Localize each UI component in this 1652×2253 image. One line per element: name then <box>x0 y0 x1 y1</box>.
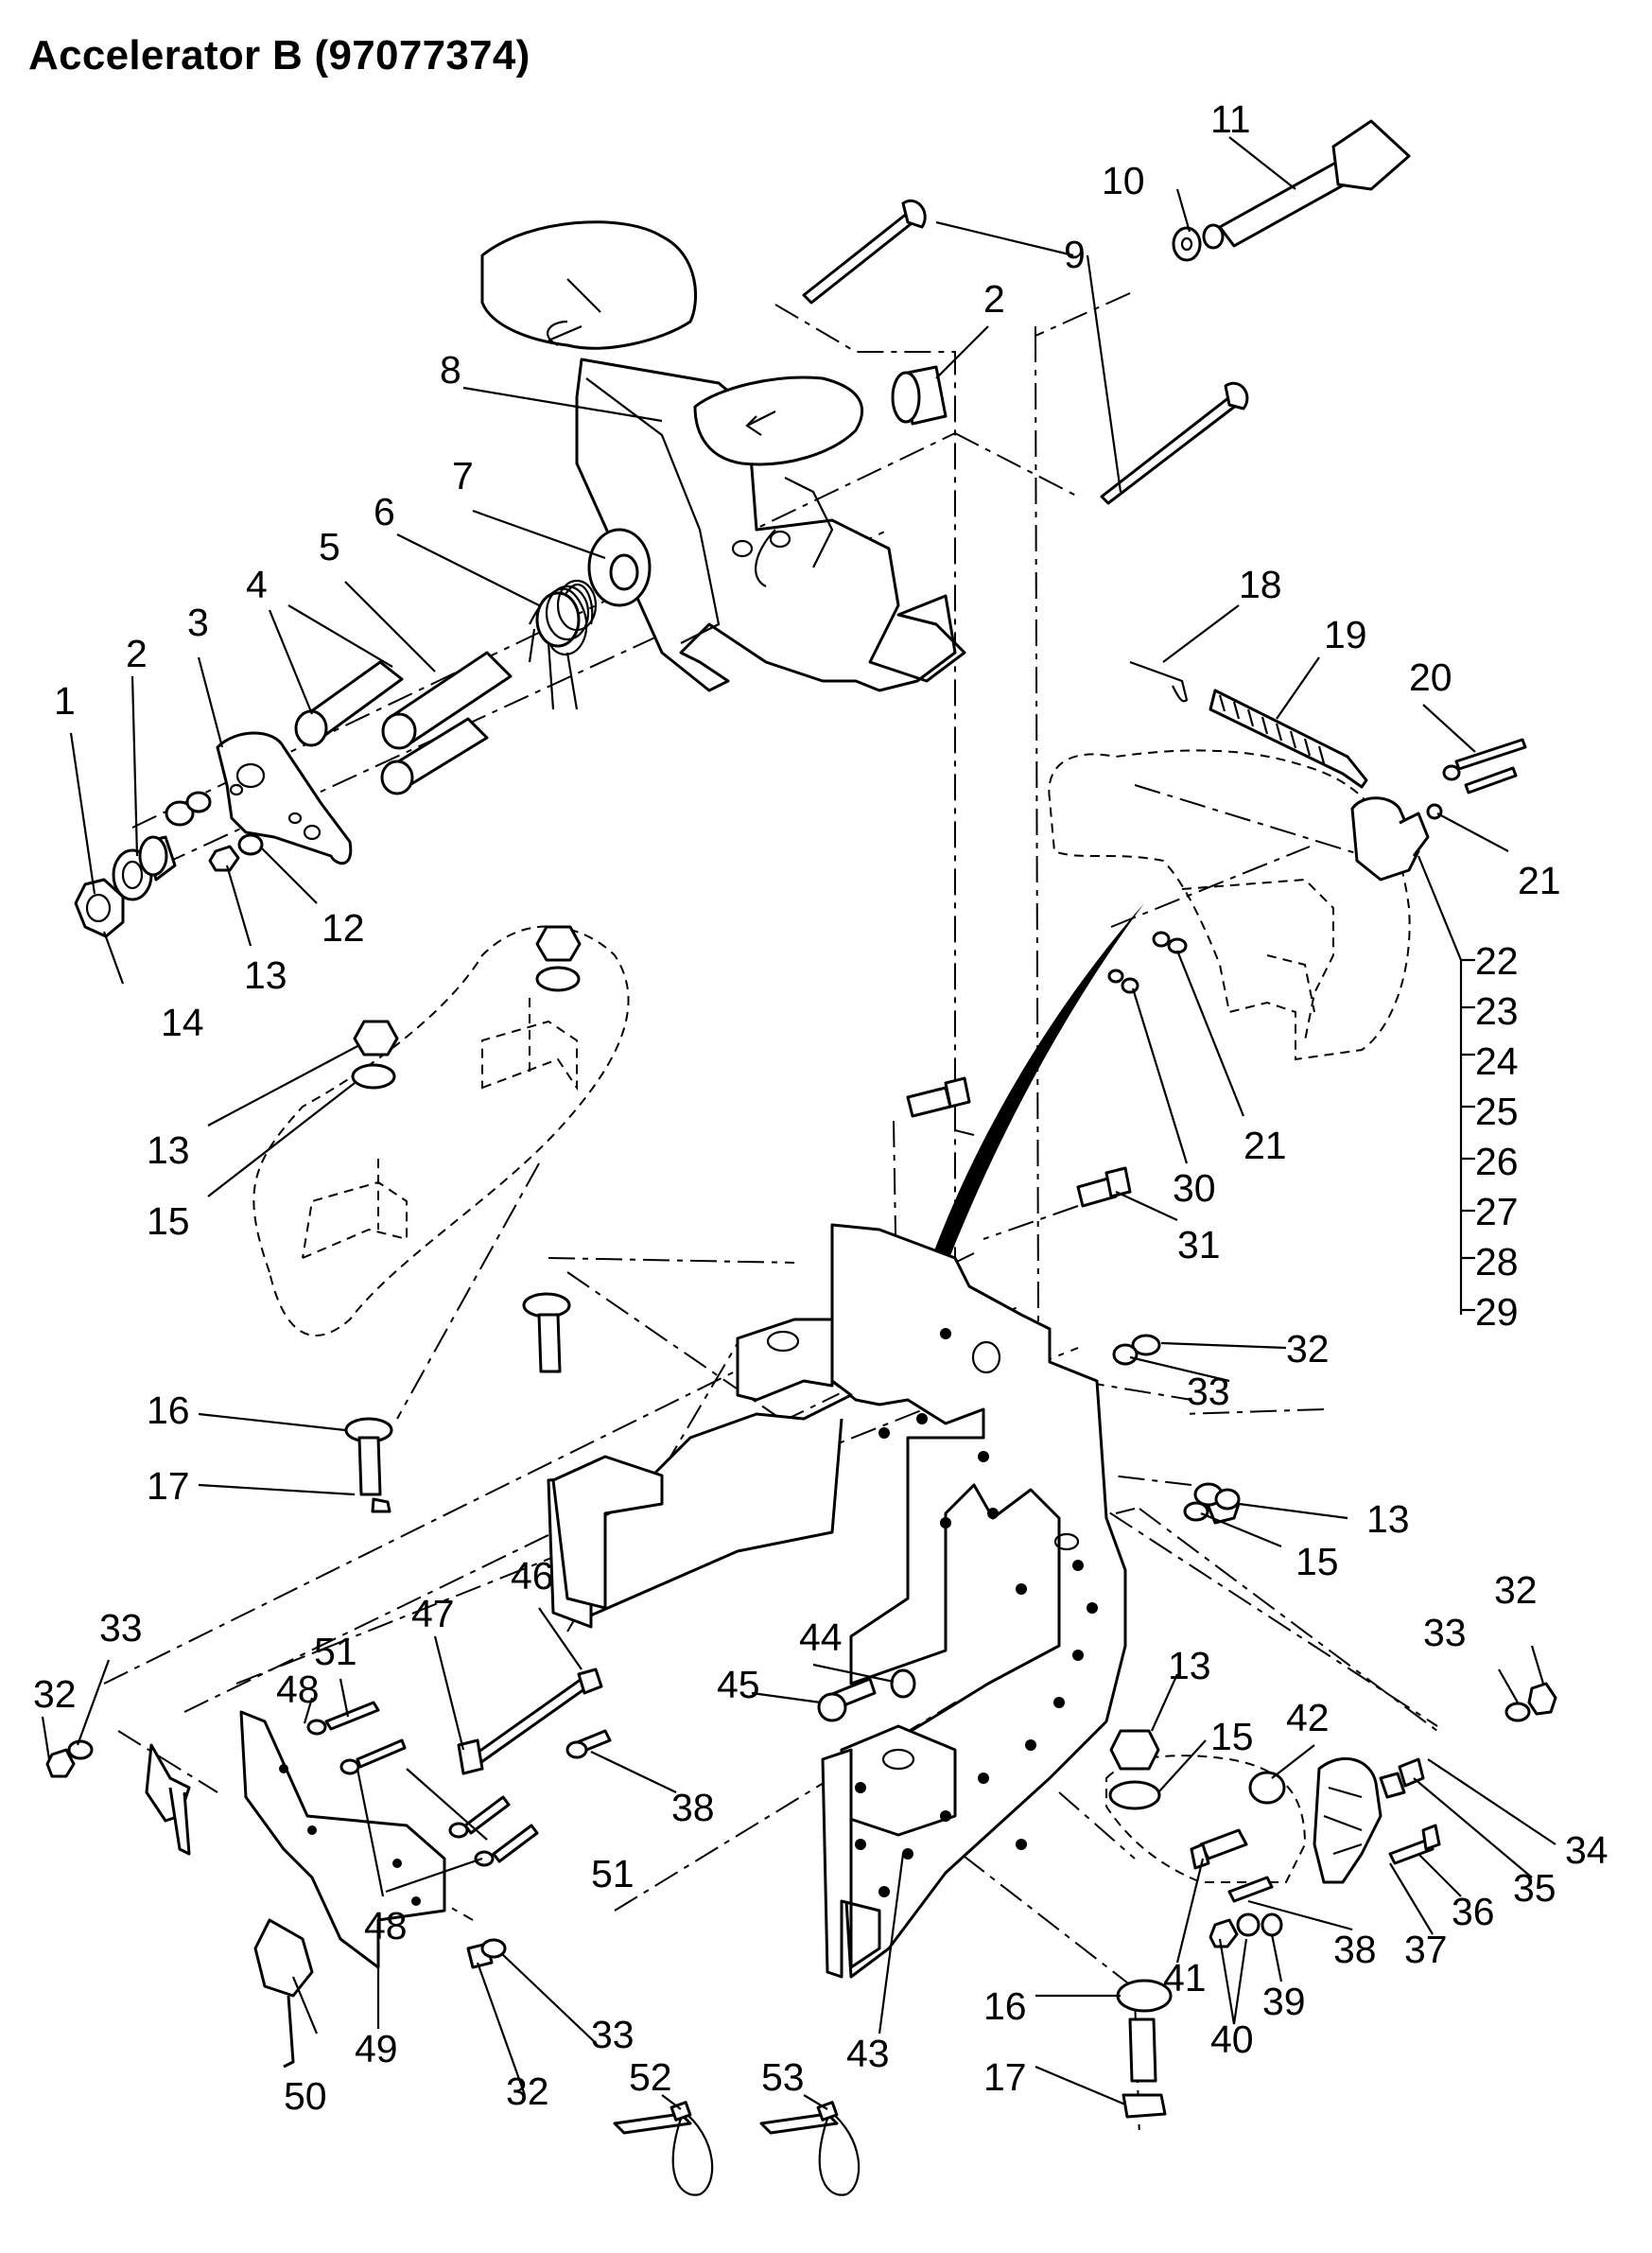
page-title: Accelerator B (97077374) <box>28 32 530 79</box>
callout-26: 26 <box>1475 1140 1519 1183</box>
callout-36: 36 <box>1452 1890 1495 1933</box>
callout-35: 35 <box>1513 1866 1556 1910</box>
callout-53: 53 <box>761 2055 805 2099</box>
parts-18-21-spring-sensor <box>1107 660 1527 994</box>
callout-43: 43 <box>846 2032 890 2075</box>
callout-45: 45 <box>717 1663 760 1706</box>
floating-fasteners <box>344 925 1557 2119</box>
callout-47: 47 <box>411 1592 455 1635</box>
phantom-floor-bracket <box>252 925 630 1336</box>
callout-30: 30 <box>1173 1166 1216 1210</box>
callout-13-a: 13 <box>244 953 287 997</box>
callout-16-a: 16 <box>147 1388 190 1432</box>
callout-19: 19 <box>1324 613 1367 656</box>
callout-29: 29 <box>1475 1290 1519 1334</box>
callout-12: 12 <box>322 906 365 950</box>
callout-9: 9 <box>1064 233 1086 276</box>
callout-34: 34 <box>1565 1828 1609 1872</box>
phantom-small-plate <box>1105 1755 1307 1883</box>
callout-31: 31 <box>1177 1223 1221 1266</box>
callout-32-c: 32 <box>33 1672 77 1716</box>
part-6-spring <box>528 579 598 710</box>
callout-33-c: 33 <box>99 1606 143 1650</box>
callout-32-a: 32 <box>1286 1327 1330 1371</box>
callout-23: 23 <box>1475 989 1519 1033</box>
callout-22: 22 <box>1475 939 1519 983</box>
callout-13-b: 13 <box>147 1128 190 1172</box>
callout-15-a: 15 <box>147 1199 190 1243</box>
callout-49: 49 <box>355 2027 398 2070</box>
callout-38-a: 38 <box>671 1786 715 1829</box>
part-8-pedal <box>480 220 966 692</box>
callout-21-a: 21 <box>1518 859 1561 902</box>
callout-39: 39 <box>1262 1980 1306 2023</box>
callout-25: 25 <box>1475 1090 1519 1133</box>
part-9-bolts <box>802 200 1249 505</box>
callout-2-upper: 2 <box>983 277 1005 321</box>
parts-10-11-washer-bolt <box>1172 119 1411 262</box>
parts-46-51-sensor-plate <box>45 1668 916 2069</box>
callout-3: 3 <box>187 601 209 644</box>
callout-20: 20 <box>1409 655 1452 699</box>
callout-10: 10 <box>1102 159 1145 202</box>
part-3-pivot-plate <box>216 731 353 865</box>
callout-48-a: 48 <box>276 1668 320 1711</box>
callout-32-d: 32 <box>506 2070 549 2113</box>
callout-51-a: 51 <box>314 1630 357 1673</box>
callout-32-b: 32 <box>1494 1568 1538 1612</box>
callout-5: 5 <box>319 525 340 568</box>
callout-6: 6 <box>374 490 395 533</box>
phantom-sensor-plate <box>1048 749 1411 1061</box>
callout-41: 41 <box>1163 1956 1207 2000</box>
leader-lines <box>41 136 1556 2110</box>
callout-50: 50 <box>284 2074 327 2118</box>
callout-33-a: 33 <box>1187 1370 1230 1413</box>
parts-4-5-spacers <box>294 651 513 795</box>
callout-17-a: 17 <box>147 1464 190 1508</box>
callout-17-b: 17 <box>983 2055 1027 2099</box>
callout-11: 11 <box>1210 97 1251 141</box>
callout-28: 28 <box>1475 1240 1519 1284</box>
parts-1-14-2-nut-washer-bushing <box>74 835 177 938</box>
callout-46: 46 <box>511 1554 554 1598</box>
callout-51-b: 51 <box>591 1852 635 1895</box>
callout-38-b: 38 <box>1333 1928 1377 1971</box>
callout-16-b: 16 <box>983 1984 1027 2028</box>
callout-14: 14 <box>161 1001 204 1044</box>
callout-33-d: 33 <box>591 2013 635 2056</box>
parts-12-13-nut-washer <box>165 791 264 872</box>
callout-1: 1 <box>54 679 76 723</box>
callout-13-d: 13 <box>1168 1644 1211 1687</box>
callout-52: 52 <box>629 2055 672 2099</box>
callout-44: 44 <box>799 1616 843 1659</box>
bolts-31 <box>906 1076 1132 1208</box>
callout-27: 27 <box>1475 1190 1519 1233</box>
part-2-bushing-upper <box>891 365 948 426</box>
callout-40: 40 <box>1210 2017 1254 2061</box>
callout-42: 42 <box>1286 1696 1330 1739</box>
callout-15-c: 15 <box>1210 1715 1254 1758</box>
callout-2-lower: 2 <box>126 632 148 675</box>
callout-labels: 1 2 2 3 4 5 6 7 8 9 10 11 12 13 13 13 13… <box>33 97 1609 2118</box>
callout-33-b: 33 <box>1423 1611 1467 1654</box>
bracket-tab-left <box>551 1455 664 1610</box>
callout-15-b: 15 <box>1296 1540 1339 1583</box>
callout-18: 18 <box>1239 563 1282 606</box>
callout-8: 8 <box>440 348 461 392</box>
callout-37: 37 <box>1404 1928 1448 1971</box>
callout-group-22-29-bracket <box>1417 855 1475 1315</box>
part-43-pedal-bracket <box>547 1223 1127 1979</box>
callout-7: 7 <box>452 454 474 498</box>
callout-21-b: 21 <box>1243 1124 1287 1167</box>
callout-13-c: 13 <box>1366 1497 1410 1541</box>
part-7-washer <box>587 528 652 607</box>
callout-48-b: 48 <box>364 1904 408 1947</box>
callout-24: 24 <box>1475 1039 1519 1083</box>
callout-4: 4 <box>246 563 268 606</box>
parts-34-42-kickdown <box>1190 1756 1441 1948</box>
parts-52-53-cable-ties <box>613 2101 861 2196</box>
